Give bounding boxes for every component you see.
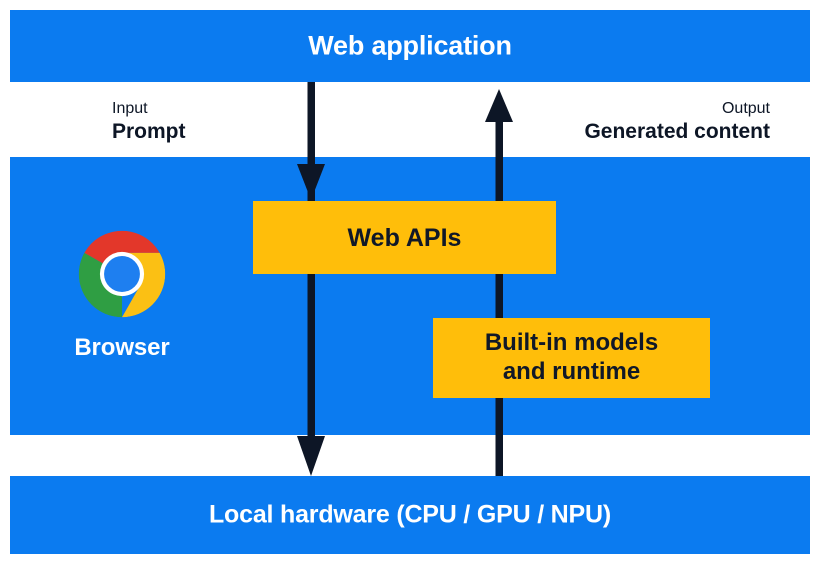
chrome-green-arc [78, 252, 122, 318]
input-kind: Input [112, 100, 148, 117]
output-flow-label: Output Generated content [584, 99, 770, 146]
chrome-red-arc [84, 230, 160, 264]
input-value: Prompt [112, 120, 186, 144]
output-kind: Output [721, 100, 770, 117]
input-flow-label: Input Prompt [112, 99, 186, 146]
web-application-layer: Web application [10, 10, 810, 82]
web-application-label: Web application [308, 30, 512, 61]
local-hardware-layer: Local hardware (CPU / GPU / NPU) [10, 476, 810, 554]
browser-label: Browser [74, 334, 170, 361]
web-apis-label: Web APIs [347, 223, 462, 252]
local-hardware-label: Local hardware (CPU / GPU / NPU) [208, 500, 611, 529]
browser-block: Browser [47, 228, 197, 362]
chrome-logo-icon [78, 230, 166, 318]
web-apis-box[interactable]: Web APIs [253, 201, 556, 274]
output-value: Generated content [584, 120, 770, 144]
built-in-models-line2: and runtime [502, 358, 641, 385]
built-in-models-box[interactable]: Built-in models and runtime [433, 318, 710, 398]
chrome-blue-core [104, 256, 140, 292]
built-in-models-line1: Built-in models [484, 329, 659, 357]
chrome-yellow-arc [122, 252, 166, 318]
